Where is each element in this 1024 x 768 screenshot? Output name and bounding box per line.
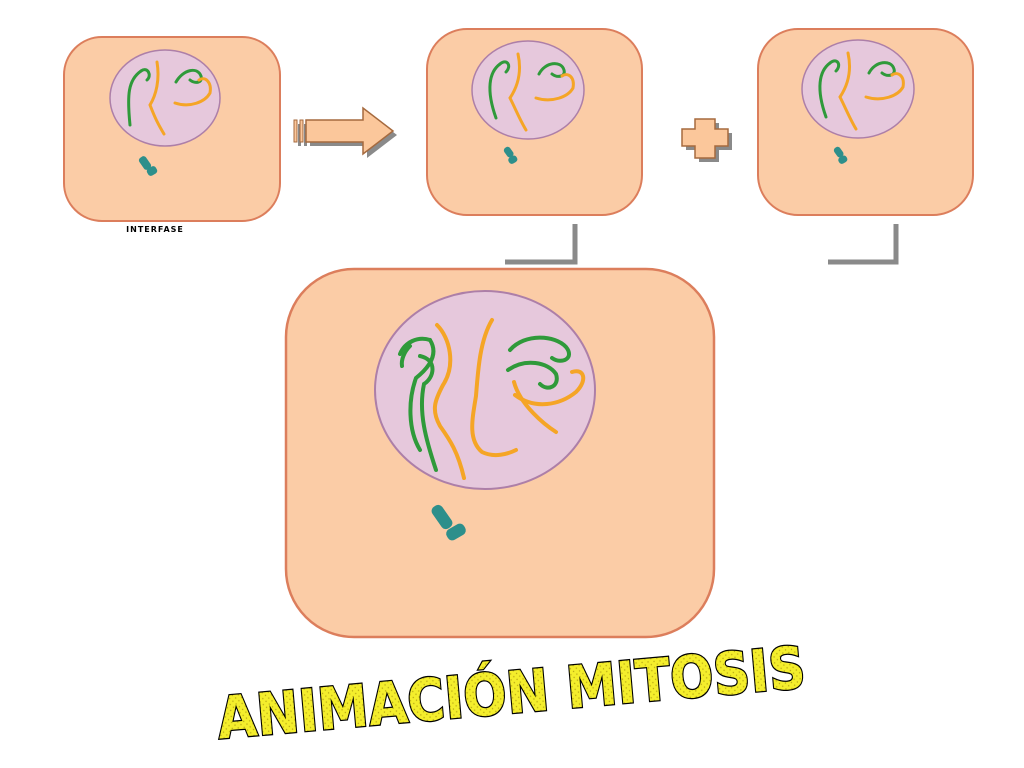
centriole <box>138 156 158 176</box>
connector-line-2 <box>828 224 899 265</box>
plus-icon <box>681 118 729 159</box>
centriole <box>431 504 466 541</box>
chromosomes <box>398 318 586 480</box>
slide-title: ANIMACIÓN MITOSIS <box>214 632 808 752</box>
cell-daughter-2 <box>757 28 974 216</box>
process-arrow <box>293 106 397 158</box>
chromosomes <box>818 51 905 131</box>
chromosomes <box>488 52 575 132</box>
nucleus <box>109 49 221 147</box>
cell-large <box>284 267 716 639</box>
connector-line-1 <box>499 216 578 265</box>
centriole <box>503 146 518 164</box>
stage-label: INTERFASE <box>126 225 184 234</box>
chromosomes <box>127 60 212 136</box>
right-arrow-icon <box>305 106 395 156</box>
cell-daughter-1 <box>426 28 643 216</box>
nucleus <box>801 39 915 139</box>
centriole <box>833 146 848 164</box>
nucleus <box>374 290 596 490</box>
nucleus <box>471 40 585 140</box>
cell-interfase <box>63 36 281 222</box>
plus-sign <box>681 118 732 162</box>
